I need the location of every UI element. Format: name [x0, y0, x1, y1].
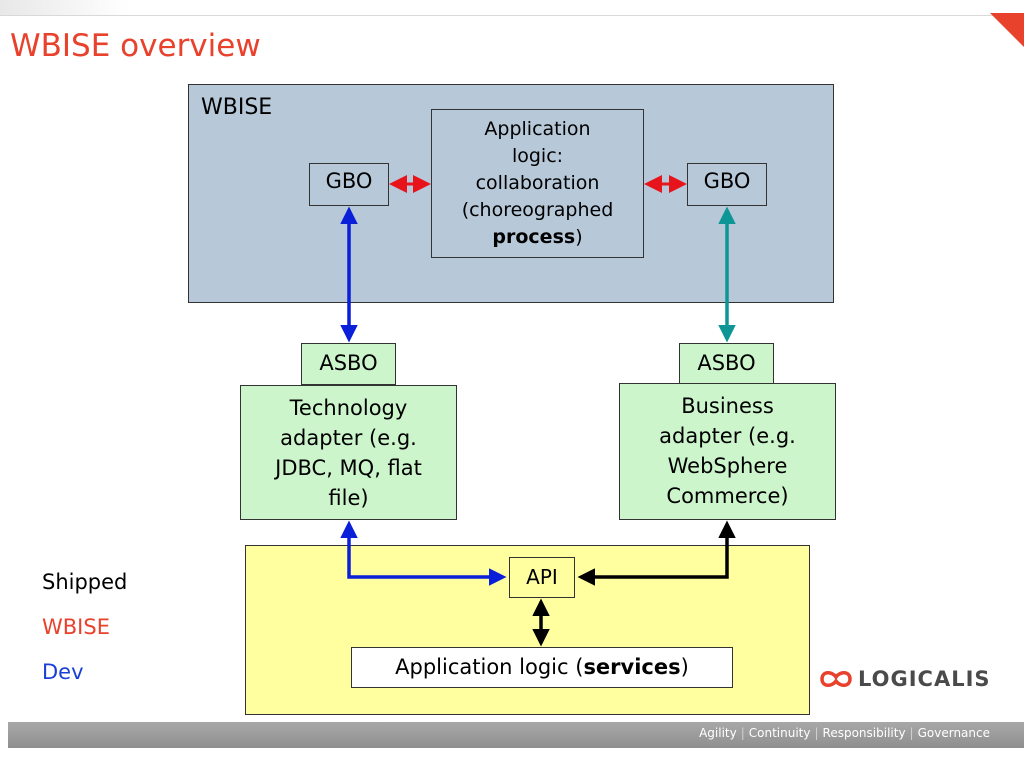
- api-box: API: [509, 557, 575, 598]
- app-logic-line: logic:: [511, 145, 564, 167]
- app-logic-collaboration-box: Application logic: collaboration (choreo…: [431, 109, 644, 258]
- app-logic-line: (choreographed: [461, 199, 614, 221]
- tech-adapter-line: file): [328, 486, 369, 510]
- legend-dev-label: Dev: [42, 660, 84, 684]
- tech-adapter-line: Technology: [289, 396, 408, 420]
- top-shade: [0, 0, 130, 15]
- tagline-separator: |: [740, 726, 745, 740]
- app-logic-line: Application: [484, 118, 591, 140]
- business-adapter-line: Business: [681, 394, 774, 418]
- legend-shipped-label: Shipped: [42, 570, 128, 594]
- tech-adapter-line: adapter (e.g.: [280, 426, 417, 450]
- gbo-right-box: GBO: [687, 163, 767, 206]
- asbo-left-label: ASBO: [319, 351, 378, 375]
- business-adapter-line: Commerce): [666, 484, 789, 508]
- tagline-separator: |: [909, 726, 914, 740]
- gbo-right-label: GBO: [703, 169, 751, 193]
- tagline-item: Governance: [917, 726, 990, 740]
- technology-adapter-box: Technology adapter (e.g. JDBC, MQ, flat …: [240, 385, 457, 520]
- app-logic-bold-word: process: [492, 226, 576, 248]
- asbo-right-label: ASBO: [697, 351, 756, 375]
- gbo-left-label: GBO: [325, 169, 373, 193]
- business-adapter-line: adapter (e.g.: [659, 424, 796, 448]
- business-adapter-box: Business adapter (e.g. WebSphere Commerc…: [619, 383, 836, 520]
- top-rule: [0, 15, 1024, 16]
- app-logic-line: process): [432, 224, 643, 251]
- slide-title: WBISE overview: [10, 28, 261, 64]
- logicalis-logo-icon: [820, 671, 852, 687]
- api-label: API: [526, 565, 558, 589]
- footer-tagline: Agility|Continuity|Responsibility|Govern…: [699, 726, 990, 740]
- asbo-right-box: ASBO: [679, 343, 774, 385]
- app-logic-tail: ): [575, 226, 583, 248]
- services-box: Application logic (services): [351, 647, 733, 688]
- services-prefix: Application logic (: [395, 655, 584, 679]
- app-logic-line: collaboration: [475, 172, 600, 194]
- services-bold: services: [583, 655, 681, 679]
- footer-bar: Agility|Continuity|Responsibility|Govern…: [8, 722, 1024, 748]
- business-adapter-line: WebSphere: [667, 454, 788, 478]
- gbo-left-box: GBO: [309, 163, 389, 206]
- tagline-separator: |: [814, 726, 819, 740]
- tagline-item: Responsibility: [822, 726, 906, 740]
- tagline-item: Continuity: [748, 726, 811, 740]
- logicalis-logo: LOGICALIS: [820, 664, 991, 694]
- legend-wbise-label: WBISE: [42, 615, 110, 639]
- legend-shipped: Shipped: [42, 570, 127, 594]
- legend-wbise: WBISE: [42, 615, 110, 639]
- tech-adapter-line: JDBC, MQ, flat: [275, 456, 422, 480]
- asbo-left-box: ASBO: [301, 343, 396, 385]
- services-suffix: ): [680, 655, 689, 679]
- legend-dev: Dev: [42, 660, 84, 684]
- wbise-frame-label: WBISE: [201, 95, 273, 120]
- logo-text: LOGICALIS: [858, 667, 991, 691]
- corner-triangle: [990, 13, 1024, 47]
- tagline-item: Agility: [699, 726, 737, 740]
